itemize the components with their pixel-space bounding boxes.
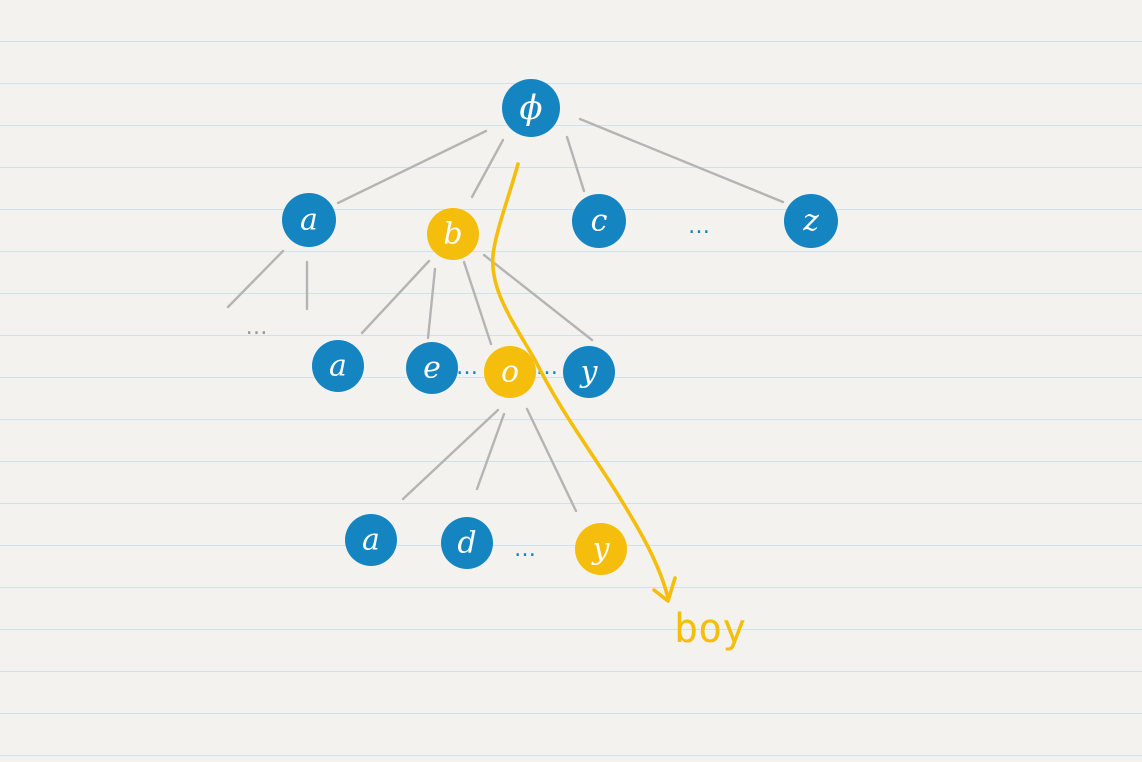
node-root-label: ϕ: [519, 88, 542, 128]
level1-ellipsis: …: [688, 214, 712, 239]
edge-root-z: [578, 117, 785, 204]
search-path-line: [490, 162, 670, 600]
result-word-boy: boy: [674, 606, 746, 652]
edge-o-d: [475, 412, 506, 491]
node-l1-a-circle: [282, 193, 336, 247]
level2-ellipsis-left: …: [456, 355, 480, 380]
under-a-ellipsis: …: [246, 315, 271, 340]
node-l1-b-label: b: [443, 217, 462, 252]
node-l2-y-label: y: [579, 355, 599, 390]
node-l1-z-label: z: [802, 204, 819, 239]
node-l3-d-label: d: [457, 526, 476, 561]
node-l2-a: a: [312, 340, 364, 392]
node-l3-y: y: [575, 523, 627, 575]
edge-root-c: [565, 135, 586, 193]
node-l3-a-circle: [345, 514, 397, 566]
node-l2-o-label: o: [501, 355, 519, 390]
node-l1-c: c: [572, 194, 626, 248]
node-l2-e-label: e: [423, 351, 441, 386]
edge-b-o: [462, 260, 493, 346]
node-l1-b-circle: [427, 208, 479, 260]
node-l1-z-circle: [784, 194, 838, 248]
node-l1-z: z: [784, 194, 838, 248]
node-l1-c-circle: [572, 194, 626, 248]
node-l2-o-circle: [484, 346, 536, 398]
node-l3-d: d: [441, 517, 493, 569]
edge-root-b: [470, 138, 505, 199]
node-l1-c-label: c: [591, 204, 608, 239]
node-l3-y-label: y: [591, 532, 611, 567]
node-l3-a-label: a: [362, 523, 380, 558]
edge-a-left: [226, 249, 285, 309]
node-l3-y-circle: [575, 523, 627, 575]
level3-ellipsis: …: [514, 537, 538, 562]
edge-b-e: [426, 267, 437, 340]
edge-o-y: [525, 407, 578, 513]
node-l3-d-circle: [441, 517, 493, 569]
node-root: ϕ: [502, 79, 560, 137]
node-l1-b: b: [427, 208, 479, 260]
edge-root-a: [336, 129, 488, 205]
edge-b-y: [482, 253, 594, 342]
node-l1-a: a: [282, 193, 336, 247]
node-l1-a-label: a: [300, 203, 318, 238]
node-root-circle: [502, 79, 560, 137]
search-path-arrowhead: [652, 576, 677, 603]
node-l3-a: a: [345, 514, 397, 566]
node-l2-o: o: [484, 346, 536, 398]
node-l2-y: y: [563, 346, 615, 398]
node-l2-y-circle: [563, 346, 615, 398]
edge-b-a: [360, 259, 431, 335]
tree-edges: [226, 117, 785, 513]
node-l2-e: e: [406, 342, 458, 394]
node-l2-a-label: a: [329, 349, 347, 384]
node-l2-a-circle: [312, 340, 364, 392]
edge-o-a: [401, 408, 500, 501]
node-l2-e-circle: [406, 342, 458, 394]
